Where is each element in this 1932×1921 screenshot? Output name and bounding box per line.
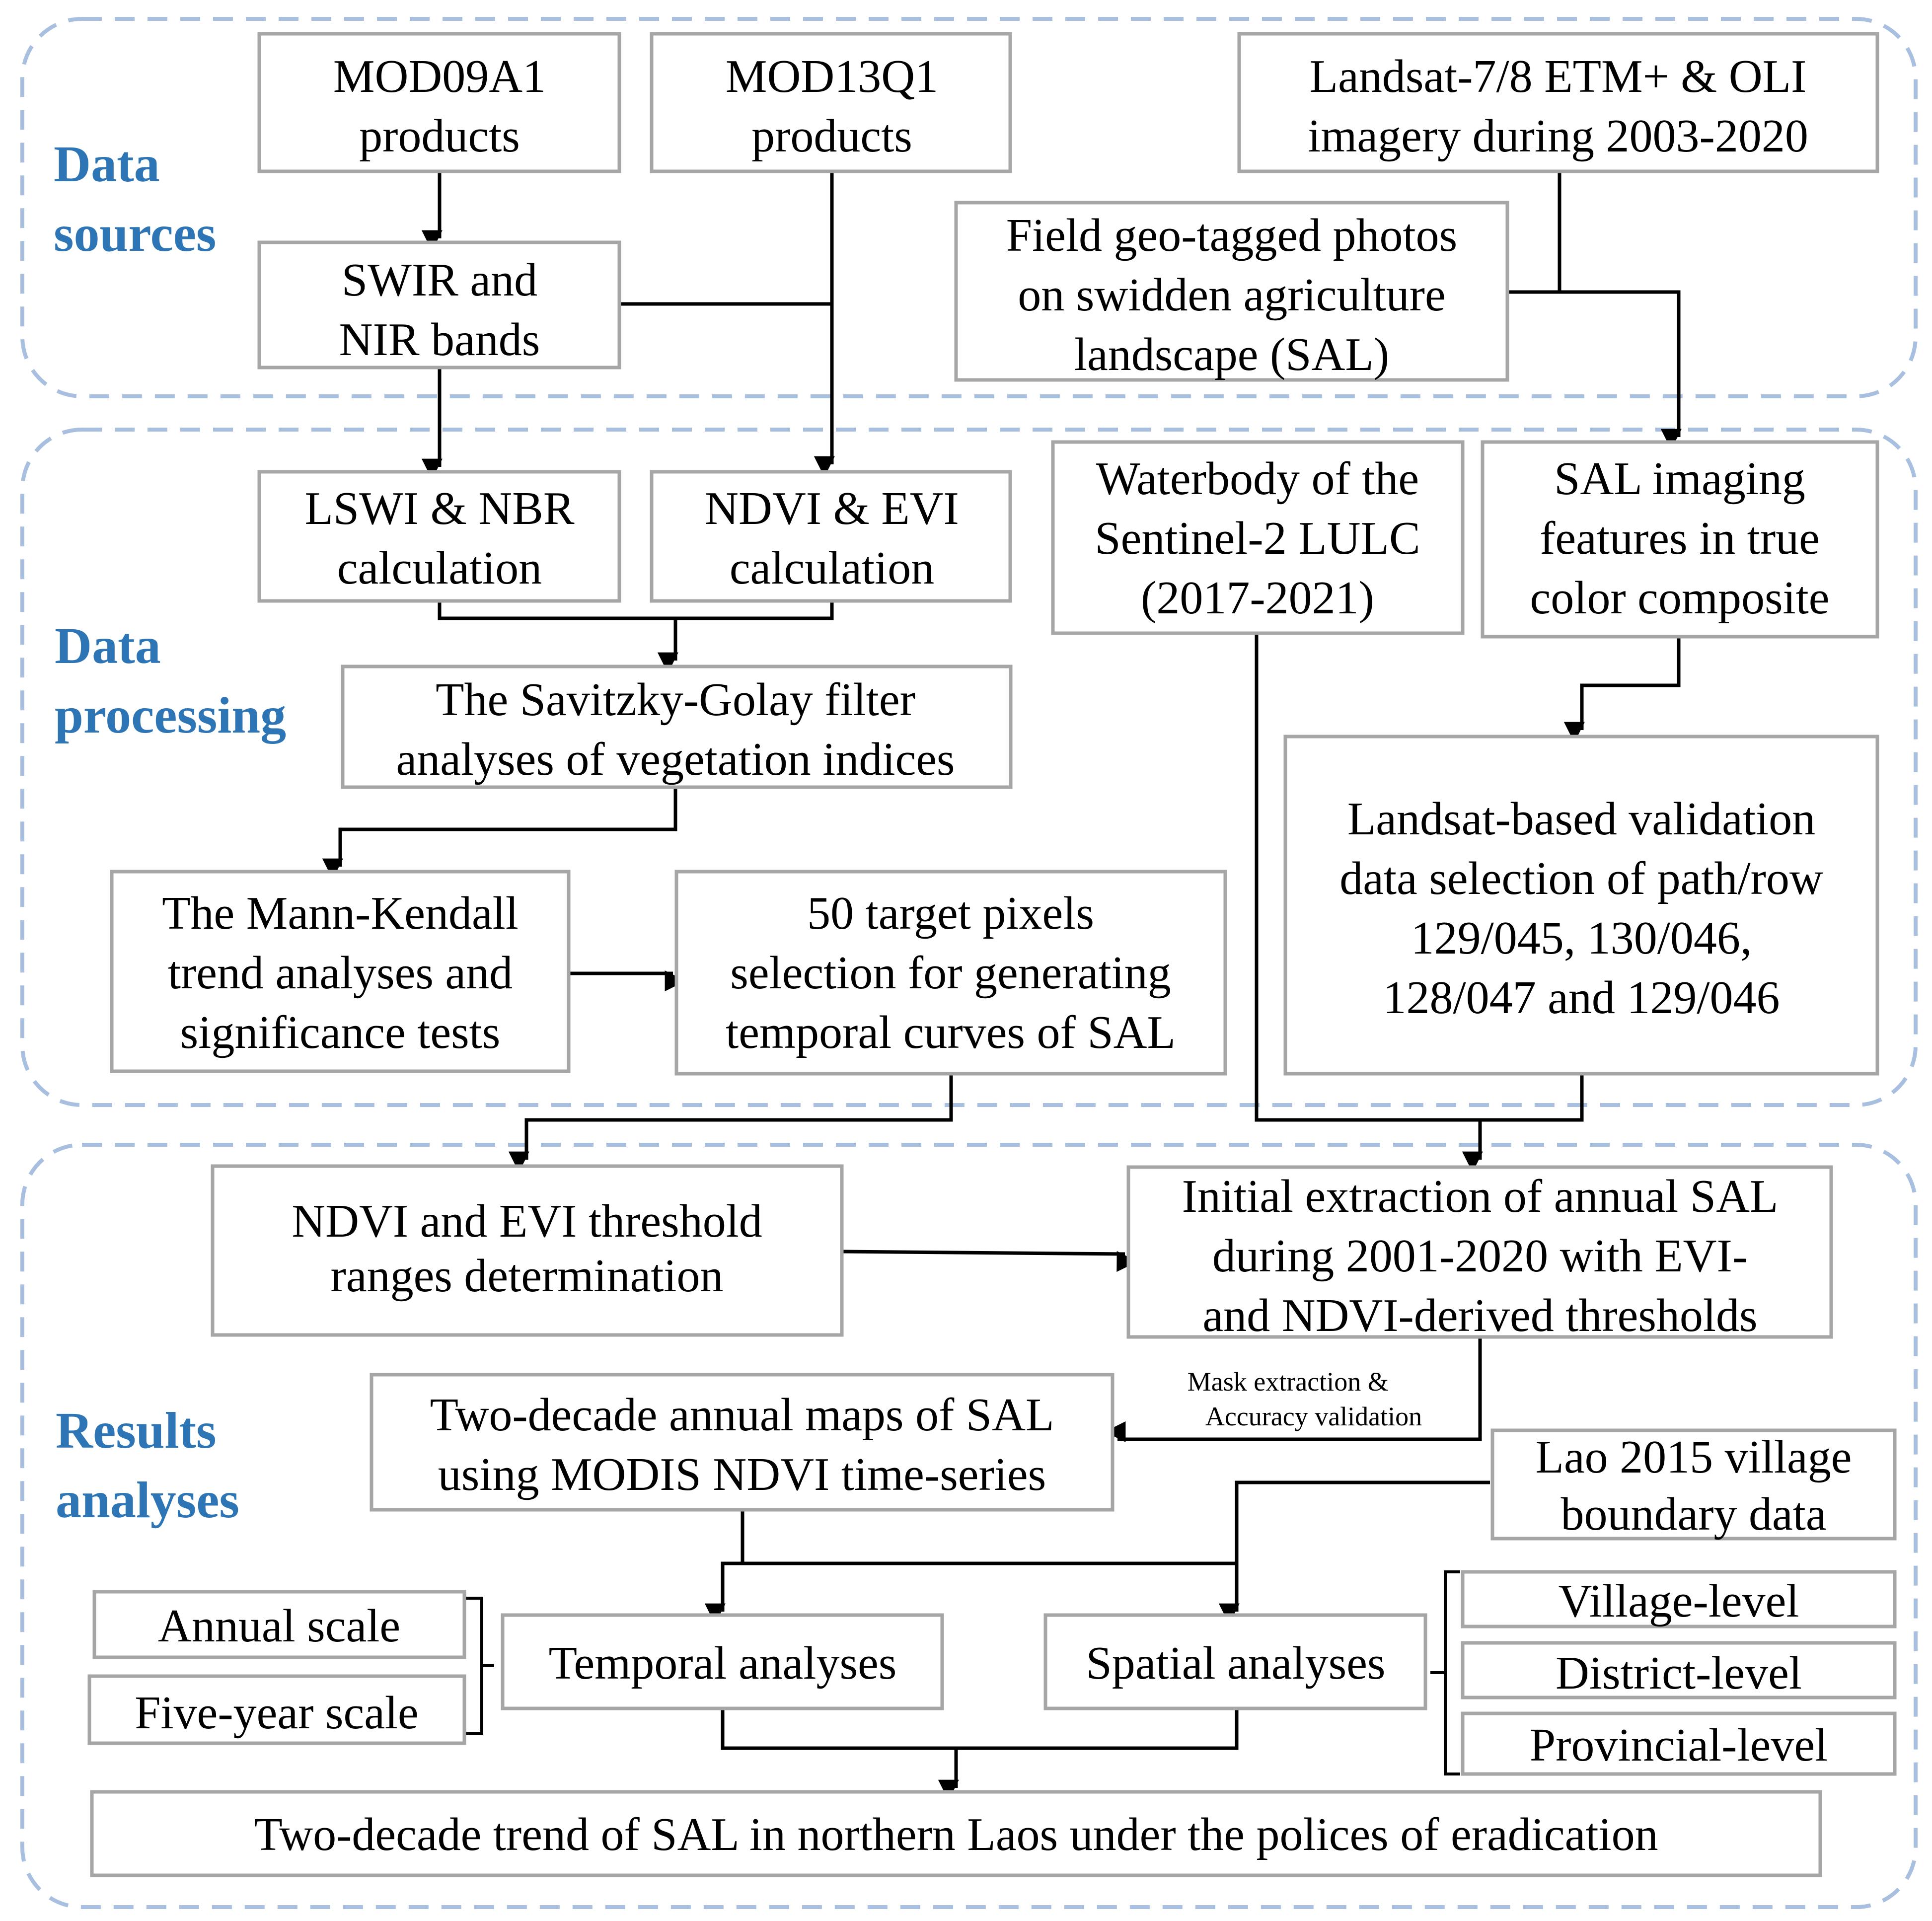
arrow-maps-to-temporal — [704, 1510, 744, 1625]
section-results-analyses — [20, 1143, 1918, 1909]
box-provincial-level: Provincial-level — [1461, 1711, 1897, 1776]
connectors — [322, 171, 1682, 1801]
svg-text:Five-year scale: Five-year scale — [135, 1687, 419, 1739]
svg-text:Annual scale: Annual scale — [158, 1600, 400, 1652]
bracket-scales — [464, 1597, 494, 1735]
arrow-pixels-to-thresholds — [508, 1074, 953, 1173]
svg-text:Spatial analyses: Spatial analyses — [1086, 1637, 1385, 1689]
box-annual-scale: Annual scale — [92, 1590, 466, 1659]
section-label-data-sources: Data sources — [54, 136, 216, 262]
arrow-imaging-to-validation — [1563, 637, 1681, 743]
line-calc-join — [438, 601, 834, 620]
box-five-year-scale: Five-year scale — [87, 1674, 466, 1745]
svg-text:Two-decade trend of SAL in nor: Two-decade trend of SAL in northern Laos… — [254, 1809, 1658, 1860]
svg-text:Provincial-level: Provincial-level — [1530, 1719, 1828, 1771]
svg-text:Village-level: Village-level — [1558, 1575, 1799, 1627]
box-village-level: Village-level — [1461, 1570, 1897, 1628]
section-label-results-analyses: Results analyses — [56, 1402, 239, 1529]
section-data-processing — [20, 428, 1918, 1107]
box-trend: Two-decade trend of SAL in northern Laos… — [90, 1790, 1822, 1877]
arrow-savitzky-to-mk — [322, 787, 677, 880]
arrow-extraction-to-maps — [1105, 1337, 1482, 1442]
arrow-to-initial-extraction — [1462, 1074, 1584, 1173]
svg-text:Temporal analyses: Temporal analyses — [549, 1637, 897, 1689]
bracket-levels — [1430, 1570, 1460, 1775]
arrow-landsat-to-sal-imaging — [1558, 171, 1682, 450]
edge-label-mask-validation: Mask extraction & Accuracy validation — [1188, 1367, 1422, 1431]
section-label-data-processing: Data processing — [55, 617, 286, 744]
arrow-village-to-spatial — [1218, 1480, 1490, 1625]
section-data-sources — [20, 17, 1918, 398]
box-spatial-analyses: Spatial analyses — [1043, 1613, 1427, 1710]
arrow-thresholds-to-extraction — [841, 1250, 1138, 1272]
box-district-level: District-level — [1461, 1641, 1897, 1699]
line-analyses-join — [721, 1708, 1239, 1750]
svg-text:District-level: District-level — [1556, 1647, 1802, 1699]
box-temporal-analyses: Temporal analyses — [501, 1613, 944, 1710]
line-waterbody-down — [1255, 633, 1480, 1122]
